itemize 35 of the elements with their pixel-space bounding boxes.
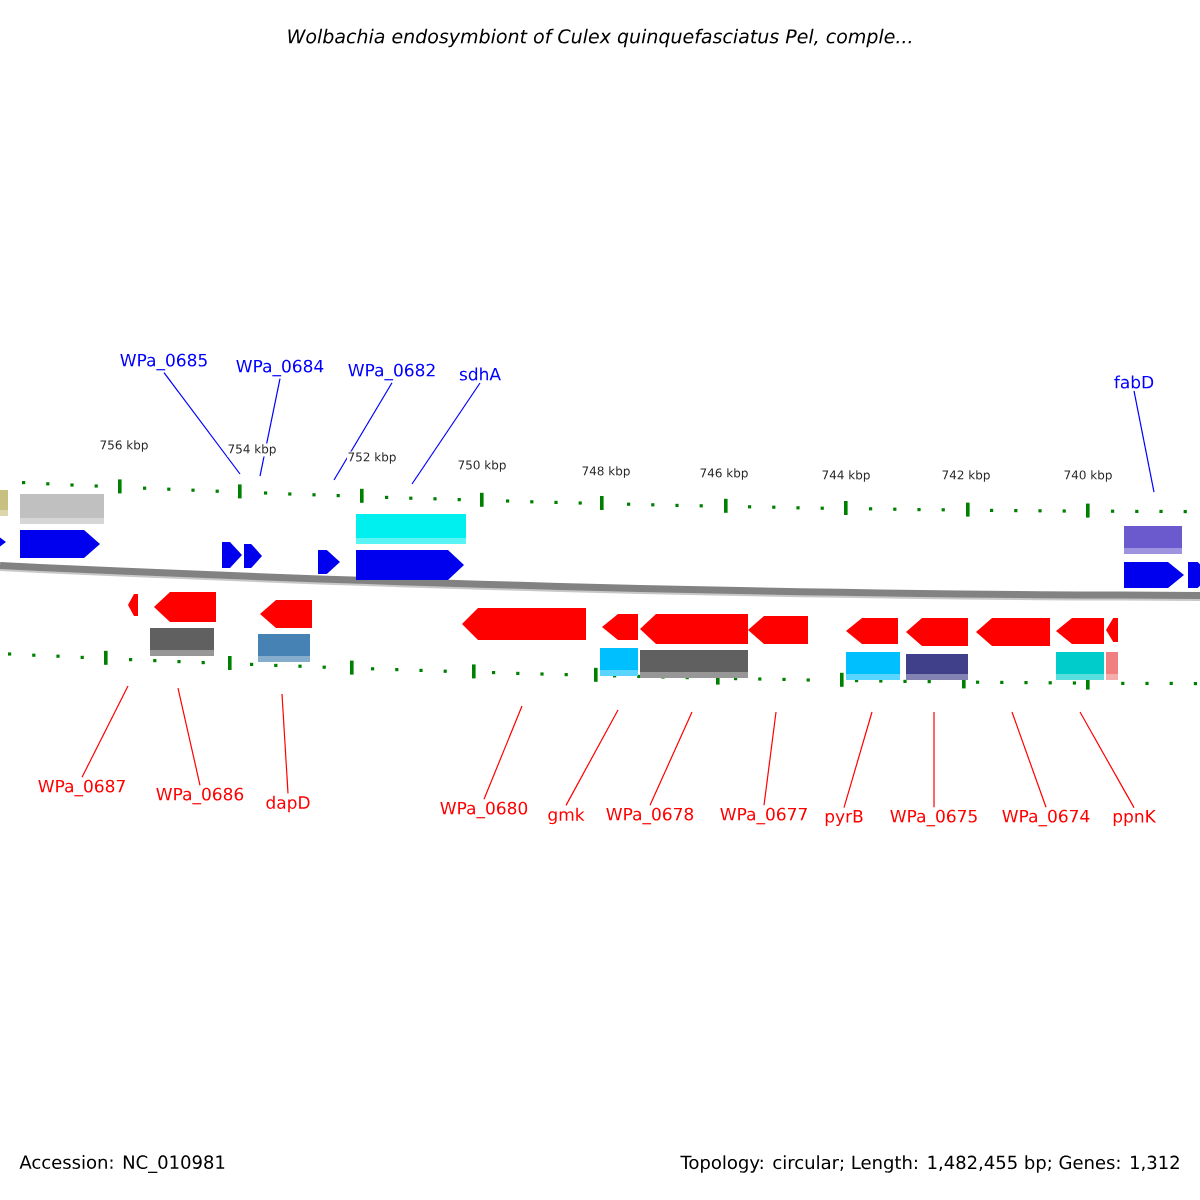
leader-line [81,685,129,778]
leader-line [763,711,777,806]
leader-line [177,687,201,786]
leader-line [843,711,873,809]
leader-line [411,382,481,485]
leader-line [163,372,241,475]
gene-label: WPa_0677 [720,807,807,825]
gene-label: pyrB [825,810,863,826]
gene-label: WPa_0687 [38,779,125,797]
gene-label: WPa_0680 [440,801,528,819]
leader-line [333,382,393,481]
footer-text: Accession: NC_010981 [19,1155,225,1173]
footer-text: Topology: circular; Length: 1,482,455 bp; Genes: 1,312 [680,1155,1179,1173]
gene-label: WPa_0682 [348,363,435,381]
gene-label: fabD [1114,375,1154,389]
leader-line [483,705,523,800]
leader-line [565,709,619,806]
gene-label: WPa_0686 [156,787,244,805]
title: Wolbachia endosymbiont of Culex quinquefasciatus Pel, comple... [288,28,911,48]
gene-label: dapD [266,795,310,813]
leader-line [933,711,935,808]
leader-line [1079,711,1135,809]
leader-line [1133,390,1155,493]
gene-label: WPa_0675 [890,809,977,827]
gene-label: WPa_0674 [1002,809,1090,827]
gene-label: ppnK [1113,810,1157,826]
leader-line [259,378,281,477]
gene-label: gmk [548,807,585,825]
gene-label: WPa_0678 [606,807,694,825]
gene-label: WPa_0685 [120,353,207,371]
leader-line [649,711,693,806]
leader-line [281,693,289,794]
gene-label: sdhA [459,367,501,381]
gene-label: WPa_0684 [236,359,324,377]
leader-line [1011,711,1047,808]
